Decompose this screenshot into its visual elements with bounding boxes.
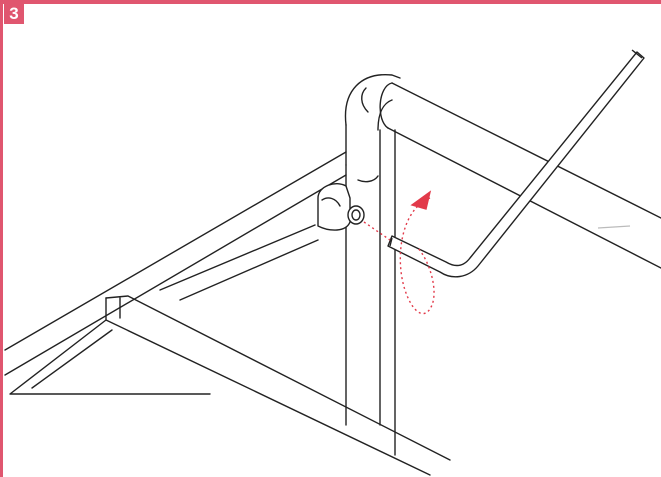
upper-rail-tube [379,82,661,269]
guide-dotted-line [363,221,391,241]
bolt-socket [317,182,365,231]
scan-artifact [597,225,631,229]
rotate-arrow-icon [399,190,435,315]
hex-key-icon [387,49,645,278]
lower-crossbar [9,295,451,476]
elbow-joint [344,74,401,166]
panel-top-border [0,0,661,4]
support-brace [159,224,319,301]
diagonal-beam [4,151,379,376]
vertical-post [345,129,396,456]
step-number-badge: 3 [4,4,24,24]
panel-left-border [0,0,3,477]
